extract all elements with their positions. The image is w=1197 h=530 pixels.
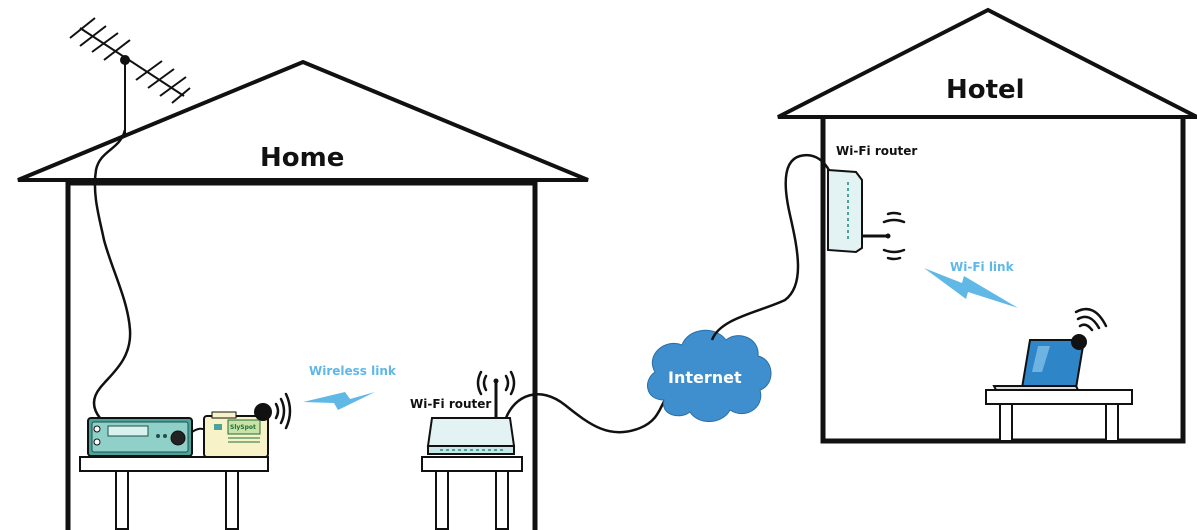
home-router-label: Wi-Fi router [410,397,491,411]
laptop-signal-icon [1076,309,1106,330]
router-to-internet-cable [506,394,668,432]
hotel-table [986,390,1132,441]
hotel-router-label: Wi-Fi router [836,144,917,158]
home-title: Home [260,143,344,173]
laptop-icon [994,334,1087,390]
hotel-title: Hotel [946,75,1025,105]
wifi-link-bolt-icon [924,268,1018,308]
home-table-right [422,457,522,529]
home-table-left [80,457,268,529]
wifi-signal-icon [276,394,290,428]
wifi-link-label: Wi-Fi link [950,260,1015,274]
receiver-icon [88,418,192,456]
home-walls [68,183,535,530]
device-logo: SlySpot [230,424,256,431]
internet-label: Internet [668,368,742,387]
hotel-wifi-router-icon [828,170,891,252]
cloud-icon: Internet [648,330,772,421]
lightning-bolt-icon [303,392,375,410]
slyspot-device-icon: SlySpot [204,403,272,457]
wifi-router-icon [428,379,514,455]
internet-to-hotel-cable [712,155,830,340]
wireless-link-label: Wireless link [309,364,397,378]
